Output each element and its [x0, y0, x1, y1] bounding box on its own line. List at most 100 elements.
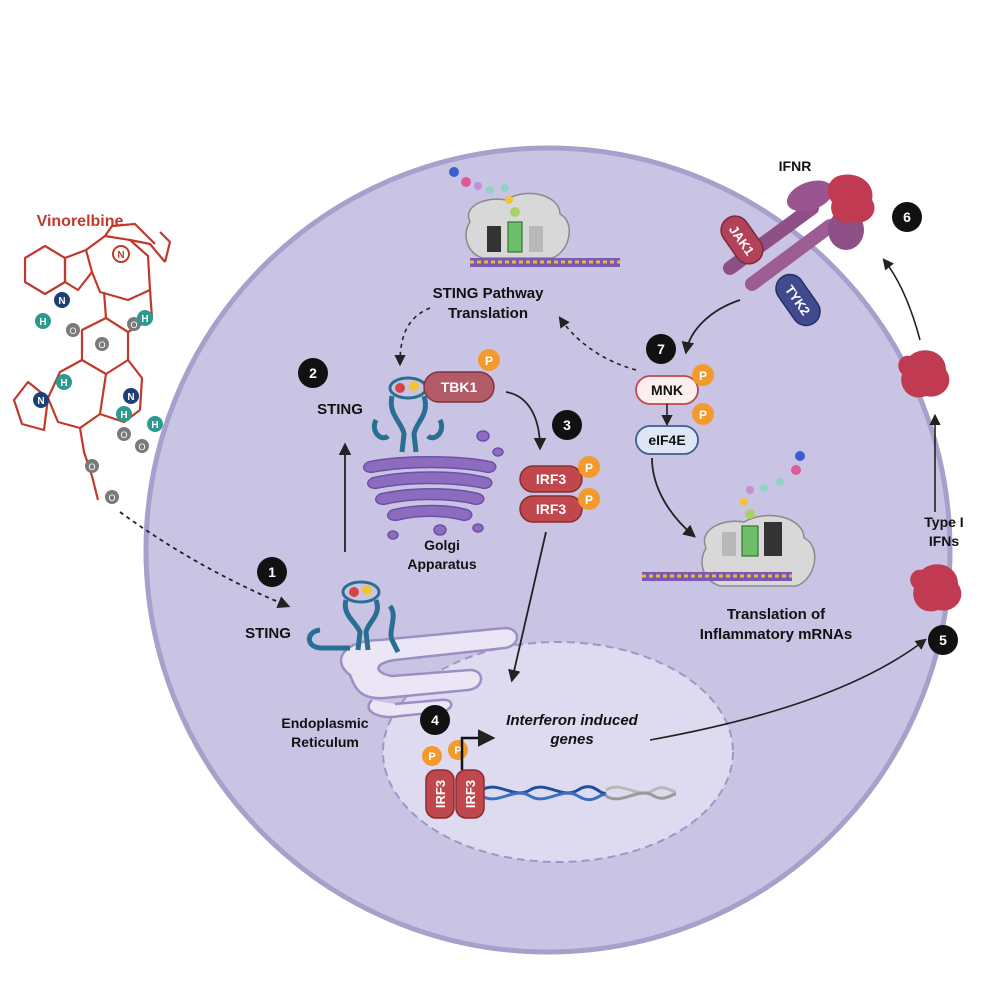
svg-text:1: 1	[268, 564, 276, 580]
step-badge-7: 7	[646, 334, 676, 364]
svg-text:eIF4E: eIF4E	[648, 432, 685, 448]
svg-text:7: 7	[657, 341, 665, 357]
vinorelbine-molecule	[12, 222, 172, 501]
svg-text:2: 2	[309, 365, 317, 381]
svg-text:H: H	[120, 410, 127, 421]
svg-text:IRF3: IRF3	[433, 780, 448, 808]
svg-text:P: P	[699, 408, 707, 422]
atom-o-1: O	[66, 323, 80, 337]
svg-text:P: P	[428, 751, 435, 763]
eif4e-to-ribosome-arrow	[651, 457, 696, 538]
atom-o-5: O	[135, 439, 149, 453]
irf3-dimer-dna-right: IRF3	[455, 769, 485, 819]
type1-ifn-label-line1: Type I	[924, 514, 963, 530]
phospho-tbk1: P	[478, 349, 500, 371]
svg-text:P: P	[485, 354, 493, 368]
ifn-up-arrow-2	[882, 258, 921, 341]
atom-h-5: H	[147, 416, 163, 432]
svg-text:P: P	[585, 493, 593, 507]
step-badge-5: 5	[928, 625, 958, 655]
atom-o-6: O	[85, 459, 99, 473]
step-badge-4: 4	[420, 705, 450, 735]
interferon-genes-label-line2: genes	[549, 731, 593, 748]
svg-text:P: P	[699, 369, 707, 383]
atom-h-1: H	[35, 313, 51, 329]
svg-text:N: N	[117, 250, 124, 261]
step-badge-3: 3	[552, 410, 582, 440]
atom-o-2: O	[95, 337, 109, 351]
svg-text:H: H	[141, 314, 148, 325]
svg-text:O: O	[108, 493, 115, 503]
irf3-protein-bottom: IRF3	[519, 495, 583, 523]
svg-text:O: O	[130, 320, 137, 330]
svg-text:H: H	[39, 317, 46, 328]
sting-translation-label-line2: Translation	[448, 305, 528, 322]
svg-text:4: 4	[431, 712, 439, 728]
svg-text:MNK: MNK	[651, 382, 683, 398]
atom-o-4: O	[117, 427, 131, 441]
svg-text:TBK1: TBK1	[441, 379, 478, 395]
step-badge-6: 6	[892, 202, 922, 232]
svg-text:IRF3: IRF3	[536, 501, 567, 517]
eif4e-protein: eIF4E	[635, 425, 699, 455]
ifnr-receptor	[723, 174, 875, 291]
dna-strand	[481, 785, 677, 802]
golgi-apparatus	[363, 430, 504, 540]
irf3-dimer-dna-left: IRF3	[425, 769, 455, 819]
svg-text:IRF3: IRF3	[463, 780, 478, 808]
phospho-irf3-top: P	[578, 456, 600, 478]
svg-text:5: 5	[939, 632, 947, 648]
ribosome-inflammatory	[642, 451, 816, 587]
step-badge-1: 1	[257, 557, 287, 587]
endoplasmic-reticulum	[339, 626, 519, 719]
sting-er-label: STING	[245, 625, 291, 642]
type1-ifn-label-line2: IFNs	[929, 533, 960, 549]
atom-h-4: H	[116, 406, 132, 422]
svg-text:O: O	[138, 442, 145, 452]
irf3-protein-top: IRF3	[519, 465, 583, 493]
er-label-line1: Endoplasmic	[281, 715, 368, 731]
sting-dimer-golgi	[372, 376, 444, 453]
sting-golgi-label: STING	[317, 401, 363, 418]
svg-text:N: N	[127, 392, 134, 403]
svg-text:O: O	[98, 340, 105, 350]
svg-text:O: O	[120, 430, 127, 440]
ifn-molecule-middle	[898, 350, 950, 398]
ifn-molecule-bottom	[910, 564, 962, 612]
phospho-mnk: P	[692, 364, 714, 386]
svg-text:6: 6	[903, 209, 911, 225]
tbk1-protein: TBK1	[423, 371, 495, 403]
er-label-line2: Reticulum	[291, 734, 359, 750]
svg-text:N: N	[58, 296, 65, 307]
svg-text:N: N	[37, 396, 44, 407]
atom-n-3: N	[33, 392, 49, 408]
golgi-label-line1: Golgi	[424, 537, 460, 553]
mnk-to-translation-arrow	[558, 316, 637, 371]
mnk-protein: MNK	[635, 375, 699, 405]
inflammatory-label-line1: Translation of	[727, 606, 826, 623]
svg-text:P: P	[585, 461, 593, 475]
phospho-nuclear-right: P	[448, 740, 468, 760]
transcription-start-arrow	[460, 729, 496, 770]
atom-h-3: H	[56, 374, 72, 390]
atom-n-2: N	[54, 292, 70, 308]
atom-n-4: N	[123, 388, 139, 404]
svg-text:O: O	[88, 462, 95, 472]
tyk2-protein: TYK2	[775, 273, 821, 327]
svg-text:P: P	[454, 745, 461, 757]
svg-text:O: O	[69, 326, 76, 336]
svg-text:IRF3: IRF3	[536, 471, 567, 487]
sting-translation-label-line1: STING Pathway	[433, 285, 545, 302]
atom-n-1: N	[112, 245, 130, 263]
ribosome-sting-translation	[449, 167, 620, 267]
genes-to-ifn-arrow	[649, 638, 927, 741]
svg-text:H: H	[151, 420, 158, 431]
svg-text:3: 3	[563, 417, 571, 433]
atom-o-7: O	[105, 490, 119, 504]
svg-text:H: H	[60, 378, 67, 389]
drug-name: Vinorelbine	[37, 213, 124, 230]
cell-membrane	[143, 145, 953, 955]
sting-dimer-er	[306, 580, 401, 654]
golgi-label-line2: Apparatus	[407, 556, 476, 572]
phospho-irf3-bottom: P	[578, 488, 600, 510]
